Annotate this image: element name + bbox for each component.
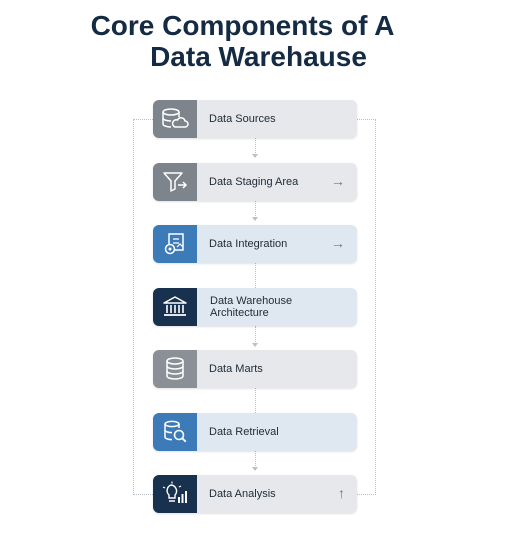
connector-arrowhead [252,154,258,158]
component-data-warehouse-architecture: Data Warehouse Architecture [153,288,357,326]
lightbulb-chart-icon [153,475,197,513]
component-label: Data Integration [209,238,288,250]
component-label: Data Staging Area [209,176,299,188]
component-label: Data Sources [209,113,276,125]
component-data-staging-area: Data Staging Area → [153,163,357,201]
database-icon [153,350,197,388]
title-line-2: Data Warehause [150,41,367,72]
frame-left-connector [133,119,153,495]
title-line-1: Core Components of A [90,10,395,41]
component-label: Data Analysis [209,488,276,500]
component-data-integration: Data Integration → [153,225,357,263]
connector-line [255,263,256,288]
connector-line [255,388,256,413]
component-data-analysis: Data Analysis ↑ [153,475,357,513]
component-data-marts: Data Marts [153,350,357,388]
funnel-icon [153,163,197,201]
connector-arrowhead [252,467,258,471]
component-label: Data Retrieval [209,426,279,438]
database-search-icon [153,413,197,451]
database-cloud-icon [153,100,197,138]
connector-line [255,451,256,468]
integration-icon [153,225,197,263]
arrow-right-icon: → [331,235,345,251]
frame-right-connector [356,119,376,495]
component-label: Data Warehouse Architecture [210,295,293,319]
component-label: Data Marts [209,363,263,375]
arrow-up-icon: ↑ [338,485,345,501]
component-data-retrieval: Data Retrieval [153,413,357,451]
diagram-title: Core Components of A Data Warehause [0,10,513,72]
component-data-sources: Data Sources [153,100,357,138]
connector-arrowhead [252,217,258,221]
building-columns-icon [153,288,197,326]
connector-line [255,200,256,218]
arrow-right-icon: → [331,173,345,189]
connector-arrowhead [252,343,258,347]
connector-line [255,326,256,344]
connector-line [255,138,256,155]
